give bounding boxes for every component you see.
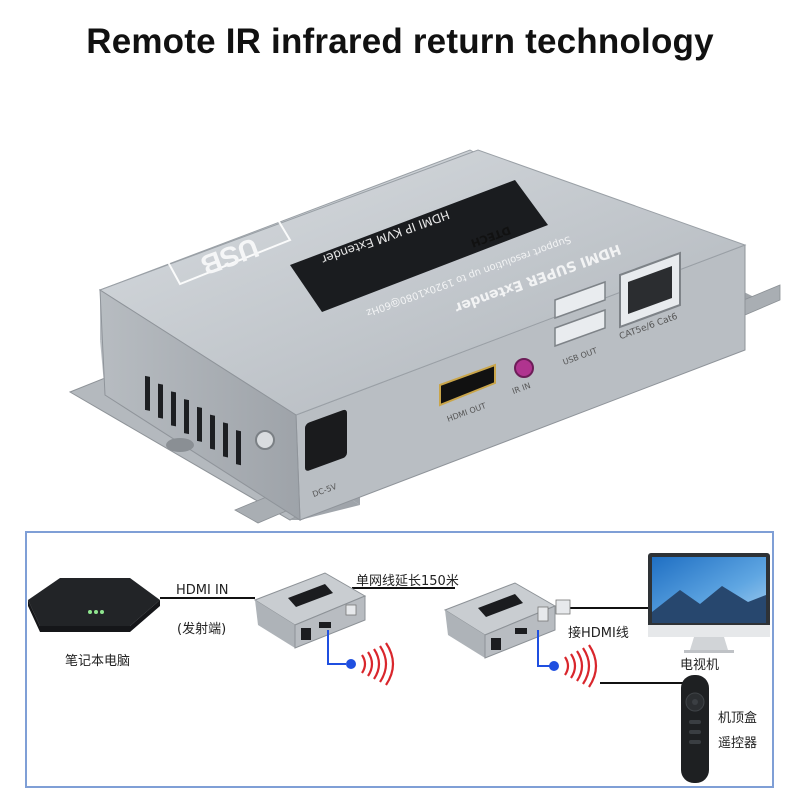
extender-transmitter bbox=[253, 572, 367, 649]
diagram-frame bbox=[25, 531, 774, 788]
ir-waves-2 bbox=[564, 644, 598, 688]
ir-port bbox=[514, 358, 534, 378]
ir-lead-2 bbox=[537, 630, 550, 667]
extender-receiver bbox=[443, 582, 571, 659]
transmitter-label: (发射端) bbox=[177, 622, 227, 637]
settop-box bbox=[28, 578, 160, 632]
usb-port-1 bbox=[554, 280, 606, 320]
dc-jack bbox=[305, 409, 347, 471]
ir-lead-1 bbox=[327, 630, 346, 665]
page-title: Remote IR infrared return technology bbox=[86, 22, 714, 61]
ir-waves-1 bbox=[361, 642, 395, 686]
hdmi-in-label: HDMI IN bbox=[176, 583, 229, 598]
cable-label: 单网线延长150米 bbox=[356, 574, 459, 589]
remote-label-2: 遥控器 bbox=[718, 736, 758, 751]
tv-monitor bbox=[648, 553, 770, 653]
hdmi-cable-label: 接HDMI线 bbox=[568, 626, 629, 641]
remote-label-1: 机顶盒 bbox=[718, 711, 758, 726]
hdmi-port bbox=[439, 363, 496, 407]
vent-slots bbox=[145, 375, 241, 466]
remote-control bbox=[681, 675, 709, 783]
label-plate bbox=[290, 180, 548, 312]
source-label: 笔记本电脑 bbox=[65, 654, 131, 669]
tv-label: 电视机 bbox=[680, 658, 720, 673]
